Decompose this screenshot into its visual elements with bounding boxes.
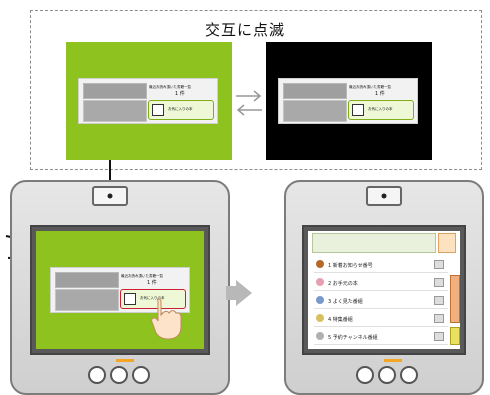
kiosk-card: 最近お読み頂いた書籍一覧 1 件 お気に入りの本: [50, 267, 190, 313]
row-icon-1: [316, 260, 324, 268]
row-icon-4: [316, 314, 324, 322]
row-button-3[interactable]: [434, 296, 444, 305]
menu-header-badge: [438, 233, 456, 253]
row-button-1[interactable]: [434, 260, 444, 269]
menu-row-4[interactable]: 4 特集番組: [314, 311, 448, 327]
kiosk-button-2[interactable]: [110, 366, 128, 384]
gray-button-bottom-alt: [283, 100, 347, 122]
book-icon: [152, 104, 164, 116]
card-count-alt: 1 件: [375, 91, 385, 97]
row-icon-2: [316, 278, 324, 286]
menu-side-tab[interactable]: [450, 275, 460, 323]
row-button-5[interactable]: [434, 332, 444, 341]
card-action-label-alt: お気に入りの本: [368, 107, 393, 111]
kiosk-right-button-2[interactable]: [378, 366, 396, 384]
green-panel: 最近お読み頂いた書籍一覧 1 件 お気に入りの本: [66, 42, 232, 160]
black-panel: 最近お読み頂いた書籍一覧 1 件 お気に入りの本: [266, 42, 432, 160]
row-button-2[interactable]: [434, 278, 444, 287]
blink-group-box: [30, 10, 482, 170]
kiosk-right-button-3[interactable]: [400, 366, 418, 384]
menu-screen: 1 新着お知らせ番号 2 お手元の本 3 よく見た番組 4 特集番組 5 予約チ…: [308, 231, 460, 349]
menu-header-banner: [312, 233, 436, 253]
status-indicator-right: [384, 359, 402, 362]
kiosk-button-3[interactable]: [132, 366, 150, 384]
menu-row-1[interactable]: 1 新着お知らせ番号: [314, 257, 448, 273]
gray-button-top: [83, 83, 147, 99]
kiosk-book-icon: [124, 293, 136, 305]
menu-row-5[interactable]: 5 予約チャンネル番組: [314, 329, 448, 345]
row-button-4[interactable]: [434, 314, 444, 323]
card-action-label: お気に入りの本: [168, 107, 193, 111]
left-right-arrows-icon: [236, 90, 262, 116]
right-arrow-icon: [236, 280, 252, 306]
card-action-button[interactable]: お気に入りの本: [148, 100, 214, 120]
blink-label: 交互に点滅: [205, 21, 286, 39]
camera-icon-right: [366, 186, 402, 206]
row-icon-3: [316, 296, 324, 304]
transition-arrow-stem: [226, 286, 238, 300]
kiosk-highlight-button[interactable]: お気に入りの本: [120, 289, 186, 309]
menu-row-2[interactable]: 2 お手元の本: [314, 275, 448, 291]
row-icon-5: [316, 332, 324, 340]
kiosk-action-label: お気に入りの本: [140, 296, 165, 300]
status-indicator: [116, 359, 134, 362]
kiosk-card-count: 1 件: [147, 280, 157, 286]
card-info-text-alt: 最近お読み頂いた書籍一覧: [349, 85, 391, 89]
card-action-button-alt[interactable]: お気に入りの本: [348, 100, 414, 120]
kiosk-gray-top: [55, 272, 119, 288]
card-count: 1 件: [175, 91, 185, 97]
menu-scroll-button[interactable]: [450, 327, 460, 345]
book-icon-alt: [352, 104, 364, 116]
kiosk-button-1[interactable]: [88, 366, 106, 384]
kiosk-screen-right: 1 新着お知らせ番号 2 お手元の本 3 よく見た番組 4 特集番組 5 予約チ…: [302, 225, 466, 355]
camera-icon: [92, 186, 128, 206]
kiosk-screen-left: 最近お読み頂いた書籍一覧 1 件 お気に入りの本: [30, 225, 210, 355]
card-info-text: 最近お読み頂いた書籍一覧: [149, 85, 191, 89]
card-alt: 最近お読み頂いた書籍一覧 1 件 お気に入りの本: [278, 78, 418, 124]
kiosk-right-button-1[interactable]: [356, 366, 374, 384]
kiosk-gray-bottom: [55, 289, 119, 311]
gray-button-bottom: [83, 100, 147, 122]
menu-row-3[interactable]: 3 よく見た番組: [314, 293, 448, 309]
gray-button-top-alt: [283, 83, 347, 99]
kiosk-screen-left-content: 最近お読み頂いた書籍一覧 1 件 お気に入りの本: [36, 231, 204, 349]
hand-pointer-icon: [151, 298, 182, 340]
kiosk-card-text: 最近お読み頂いた書籍一覧: [121, 274, 163, 278]
card: 最近お読み頂いた書籍一覧 1 件 お気に入りの本: [78, 78, 218, 124]
